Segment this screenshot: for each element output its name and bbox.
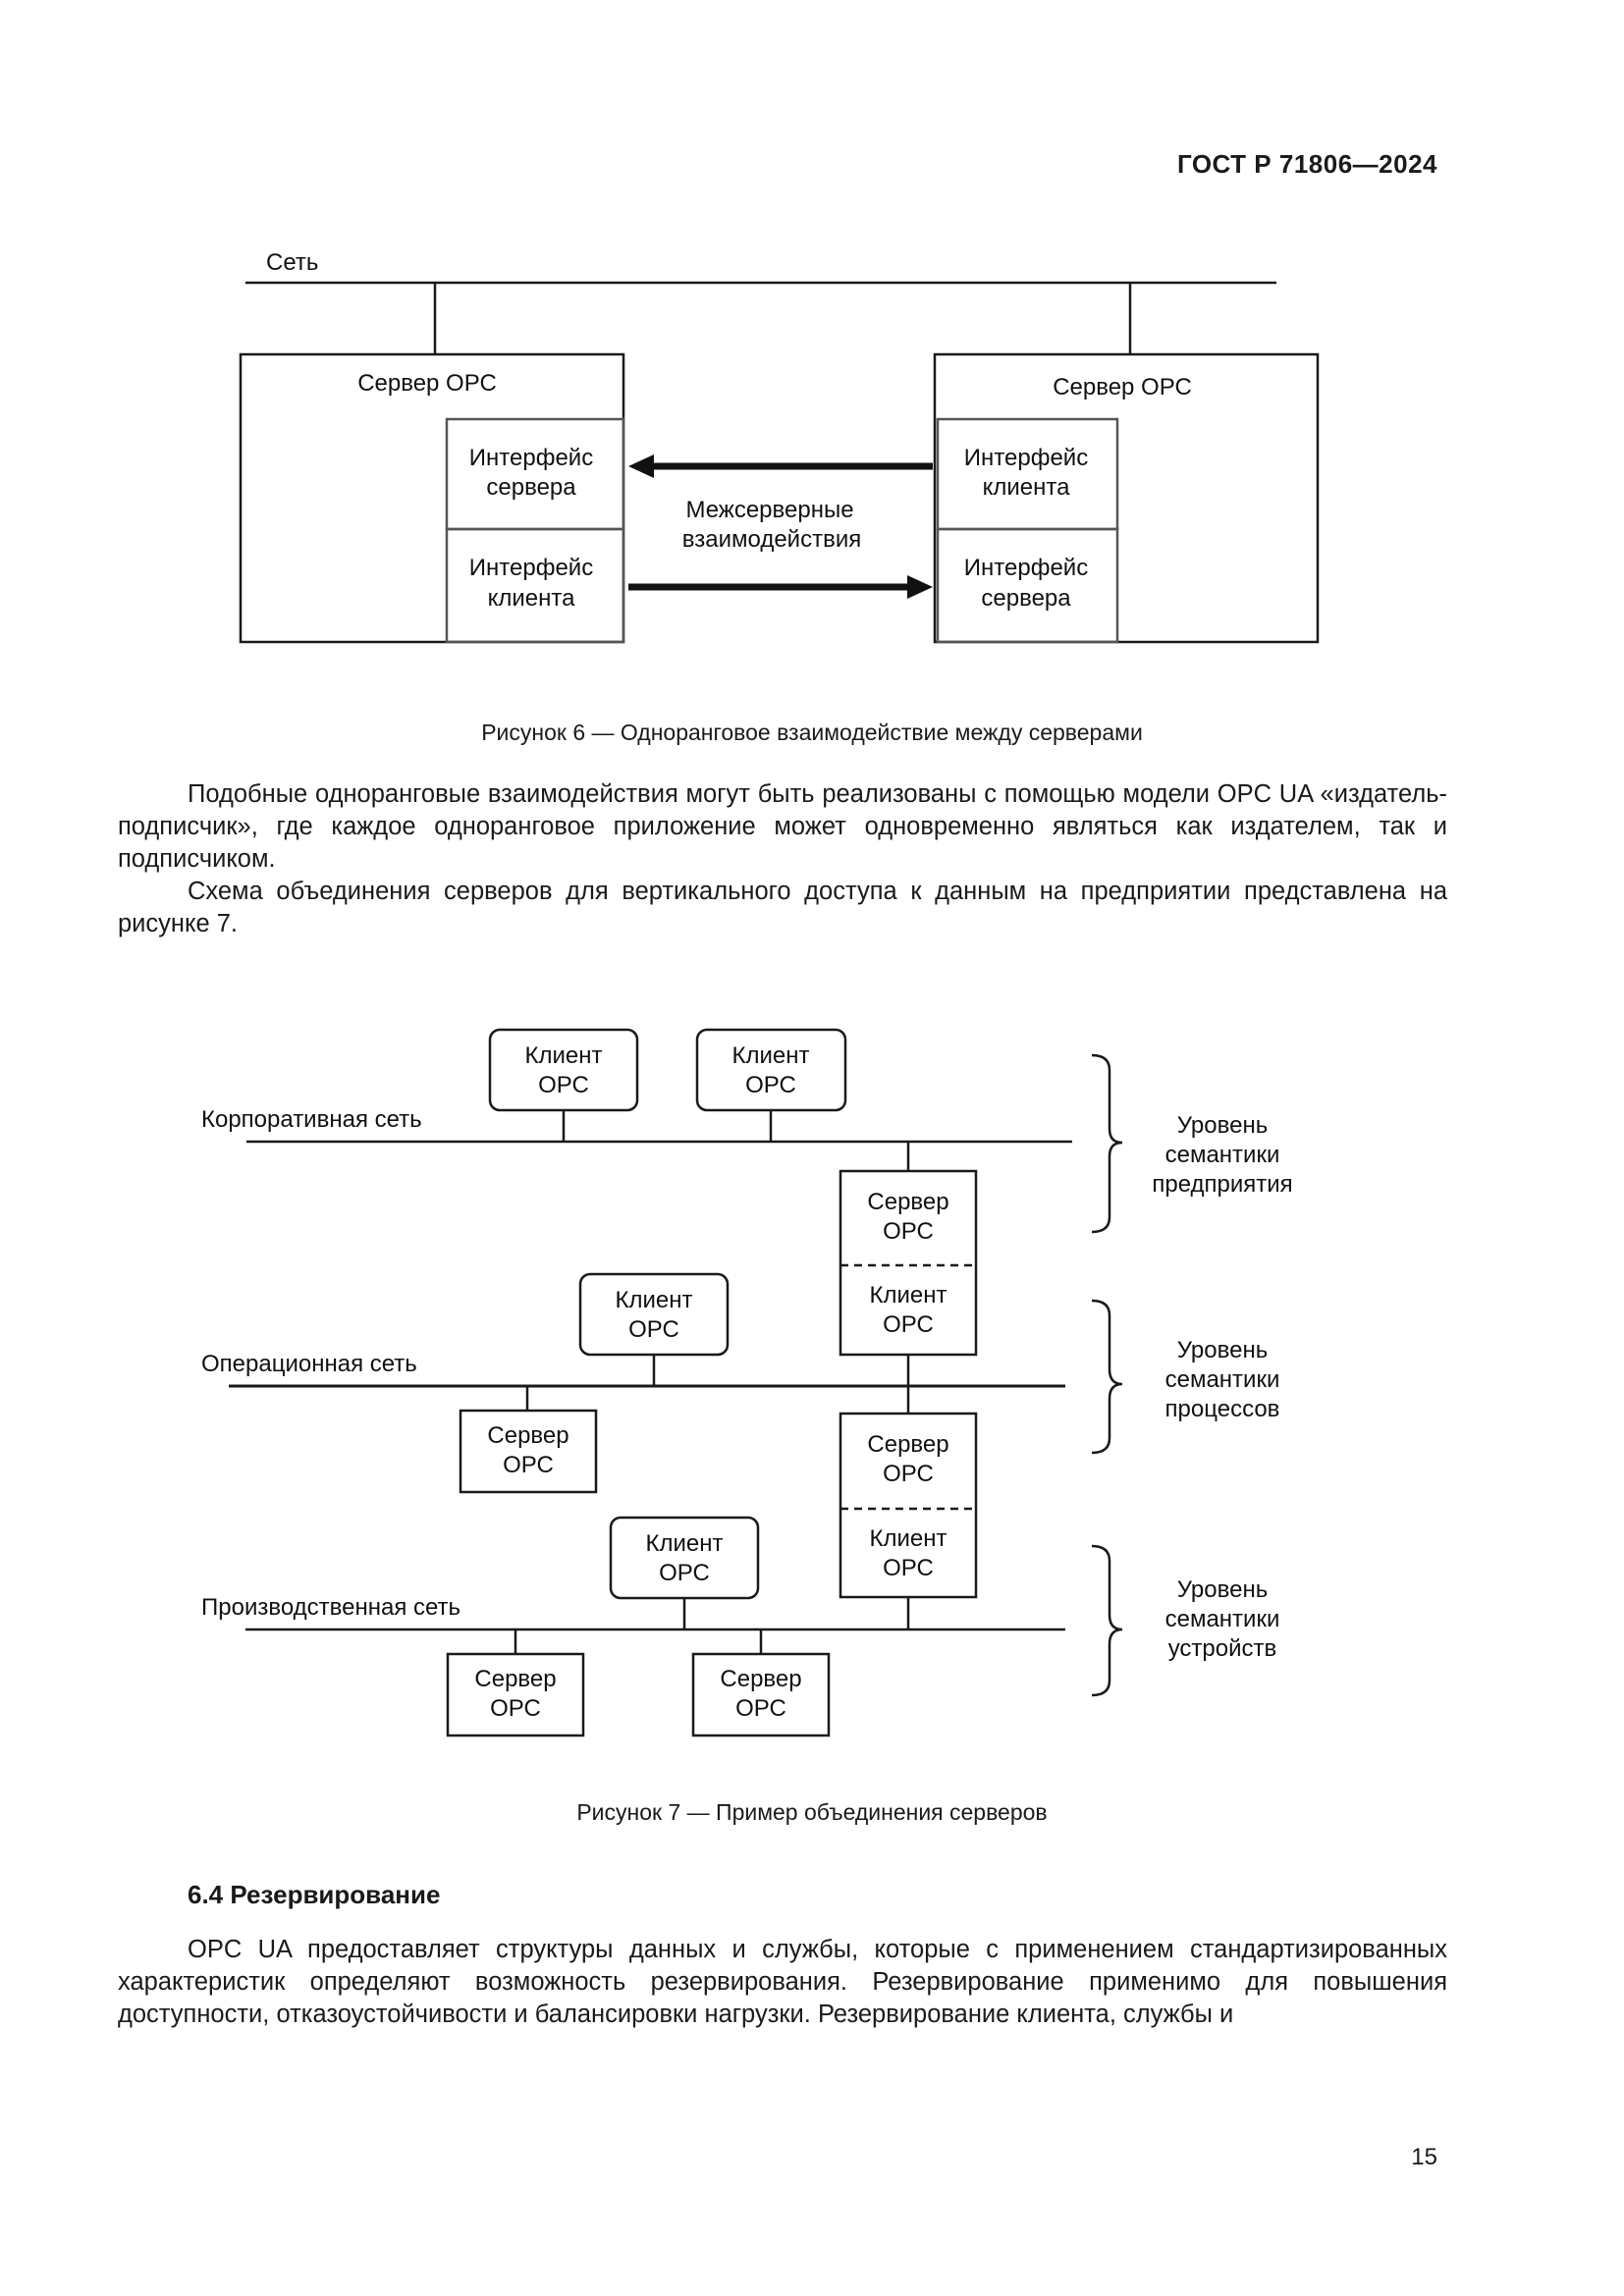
svg-text:Сервер: Сервер bbox=[474, 1666, 556, 1692]
svg-text:клиента: клиента bbox=[983, 474, 1071, 501]
svg-text:процессов: процессов bbox=[1165, 1396, 1280, 1422]
figure-7-caption: Рисунок 7 — Пример объединения серверов bbox=[576, 1799, 1048, 1825]
svg-text:Клиент: Клиент bbox=[870, 1525, 947, 1552]
svg-text:ОРС: ОРС bbox=[503, 1452, 554, 1478]
svg-text:Клиент: Клиент bbox=[525, 1042, 603, 1069]
svg-text:ОРС: ОРС bbox=[883, 1218, 934, 1245]
svg-text:семантики: семантики bbox=[1165, 1142, 1280, 1168]
level-label-process: Уровень bbox=[1177, 1337, 1268, 1363]
svg-text:Интерфейс: Интерфейс bbox=[469, 445, 593, 471]
svg-text:ОРС: ОРС bbox=[735, 1695, 786, 1722]
level-label-enterprise: Уровень bbox=[1177, 1112, 1268, 1139]
brace-icon bbox=[1091, 1299, 1123, 1455]
right-server-title: Сервер ОРС bbox=[1053, 374, 1192, 400]
section-heading: 6.4 Резервирование bbox=[188, 1880, 441, 1909]
svg-text:Интерфейс: Интерфейс bbox=[964, 555, 1088, 581]
network-label: Сеть bbox=[266, 249, 318, 276]
standard-number: ГОСТ Р 71806—2024 bbox=[1176, 149, 1437, 179]
arrows-label: Межсерверные bbox=[685, 497, 853, 523]
svg-text:клиента: клиента bbox=[488, 585, 576, 612]
svg-text:взаимодействия: взаимодействия bbox=[682, 526, 861, 553]
network-label-corporate: Корпоративная сеть bbox=[201, 1106, 422, 1133]
svg-text:Интерфейс: Интерфейс bbox=[469, 555, 593, 581]
arrow-right-icon bbox=[907, 575, 933, 599]
svg-text:Сервер: Сервер bbox=[487, 1422, 568, 1449]
svg-text:Сервер: Сервер bbox=[720, 1666, 801, 1692]
svg-text:ОРС: ОРС bbox=[659, 1560, 710, 1586]
svg-text:ОРС: ОРС bbox=[883, 1311, 934, 1338]
svg-text:предприятия: предприятия bbox=[1152, 1171, 1292, 1198]
page-number: 15 bbox=[1411, 2144, 1437, 2170]
body-text-1: Подобные одноранговые взаимодействия мог… bbox=[118, 780, 1447, 937]
svg-text:ОРС: ОРС bbox=[883, 1461, 934, 1487]
svg-text:Клиент: Клиент bbox=[646, 1530, 724, 1557]
left-server-title: Сервер ОРС bbox=[357, 370, 497, 397]
svg-text:устройств: устройств bbox=[1168, 1635, 1277, 1662]
svg-text:ОРС: ОРС bbox=[883, 1555, 934, 1581]
svg-text:Клиент: Клиент bbox=[616, 1287, 693, 1313]
level-label-device: Уровень bbox=[1177, 1576, 1268, 1603]
svg-text:ОРС: ОРС bbox=[745, 1072, 796, 1098]
svg-text:ОРС: ОРС bbox=[628, 1316, 679, 1343]
svg-text:Сервер: Сервер bbox=[867, 1431, 948, 1458]
svg-text:сервера: сервера bbox=[981, 585, 1071, 612]
brace-icon bbox=[1091, 1544, 1123, 1697]
brace-icon bbox=[1091, 1053, 1123, 1234]
svg-text:ОРС: ОРС bbox=[490, 1695, 541, 1722]
left-client-interface-block bbox=[445, 527, 625, 644]
svg-text:сервера: сервера bbox=[486, 474, 576, 501]
arrow-left-icon bbox=[628, 454, 654, 478]
svg-text:Сервер: Сервер bbox=[867, 1189, 948, 1215]
figure-6-caption: Рисунок 6 — Одноранговое взаимодействие … bbox=[481, 720, 1143, 745]
svg-text:семантики: семантики bbox=[1165, 1366, 1280, 1393]
svg-text:Интерфейс: Интерфейс bbox=[964, 445, 1088, 471]
svg-text:ОРС: ОРС bbox=[538, 1072, 589, 1098]
network-label-operational: Операционная сеть bbox=[201, 1351, 417, 1377]
svg-text:семантики: семантики bbox=[1165, 1606, 1280, 1632]
figure-7-diagram: Корпоративная сеть Операционная сеть Про… bbox=[201, 1028, 1293, 1737]
figure-6-diagram: Сеть Сервер ОРС Сервер ОРС Интерфейс сер… bbox=[239, 249, 1320, 644]
body-text-2: OPC UA предоставляет структуры данных и … bbox=[118, 1936, 1447, 2028]
svg-text:Клиент: Клиент bbox=[870, 1282, 947, 1308]
right-server-box bbox=[933, 352, 1320, 644]
svg-text:Клиент: Клиент bbox=[732, 1042, 810, 1069]
network-label-production: Производственная сеть bbox=[201, 1594, 460, 1621]
right-server-interface-block bbox=[936, 527, 1119, 644]
